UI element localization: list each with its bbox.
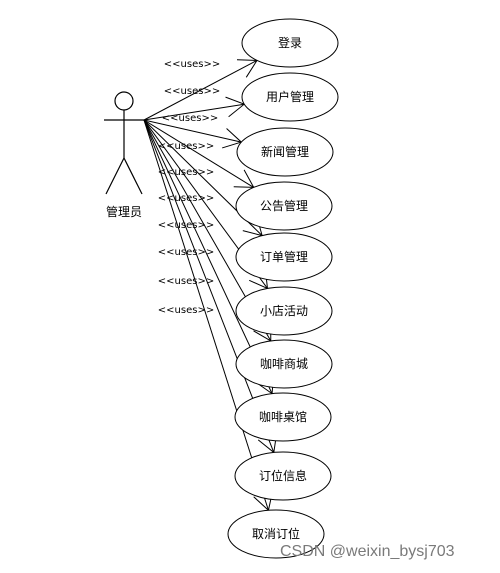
uses-label-5: <<uses>> xyxy=(158,167,214,178)
association-line-10 xyxy=(143,119,269,511)
uses-label-1: <<uses>> xyxy=(164,59,220,70)
use-case-4-ellipse xyxy=(235,181,333,231)
uses-label-4: <<uses>> xyxy=(158,141,214,152)
actor-right-leg xyxy=(123,157,143,195)
use-case-7-label: 咖啡商城 xyxy=(260,356,308,371)
actor-administrator: 管理员 xyxy=(104,91,144,219)
use-case-2-ellipse xyxy=(241,72,339,122)
association-line-4 xyxy=(143,119,254,188)
uses-label-10: <<uses>> xyxy=(158,305,214,316)
association-arrow-4 xyxy=(233,169,255,188)
use-case-9-label: 订位信息 xyxy=(259,468,307,483)
watermark-text: CSDN @weixin_bysj703 xyxy=(280,543,455,560)
use-case-10-ellipse xyxy=(227,509,325,559)
use-case-6-ellipse xyxy=(235,286,333,336)
use-case-8-ellipse xyxy=(234,392,332,442)
uses-label-2: <<uses>> xyxy=(164,86,220,97)
use-case-1-label: 登录 xyxy=(278,35,302,50)
use-case-5-label: 订单管理 xyxy=(260,249,308,264)
actor-label: 管理员 xyxy=(106,204,142,219)
uses-label-3: <<uses>> xyxy=(162,113,218,124)
use-case-8-label: 咖啡桌馆 xyxy=(259,409,307,424)
use-case-10-label: 取消订位 xyxy=(252,526,300,541)
association-line-9 xyxy=(143,119,275,453)
actor-left-leg xyxy=(105,157,125,195)
use-case-6-label: 小店活动 xyxy=(260,304,308,318)
uses-label-6: <<uses>> xyxy=(158,193,214,204)
use-case-1-ellipse xyxy=(241,18,339,68)
use-case-3-ellipse xyxy=(236,127,334,177)
association-line-3 xyxy=(143,119,242,143)
uses-label-7: <<uses>> xyxy=(158,220,214,231)
use-case-5-ellipse xyxy=(235,232,333,282)
association-line-1 xyxy=(143,59,258,121)
use-case-4-label: 公告管理 xyxy=(260,198,308,213)
association-lines: <<uses>> <<uses>> <<uses>> <<uses>> <<uses>>… xyxy=(143,59,278,512)
actor-head xyxy=(114,91,134,111)
use-case-3-label: 新闻管理 xyxy=(261,144,309,159)
use-case-2-label: 用户管理 xyxy=(266,89,314,104)
use-case-7-ellipse xyxy=(235,339,333,389)
use-case-9-ellipse xyxy=(234,451,332,501)
association-line-2 xyxy=(143,103,245,121)
uses-label-9: <<uses>> xyxy=(158,276,214,287)
